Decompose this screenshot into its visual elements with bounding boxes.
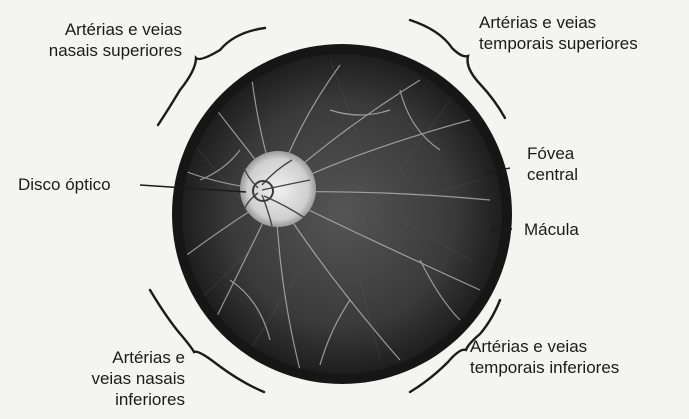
- label-temporal-inferior: Artérias e veias temporais inferiores: [470, 336, 619, 378]
- label-fovea-line1: Fóvea: [527, 143, 578, 164]
- label-nasal-inferior: Artérias e veias nasais inferiores: [40, 347, 185, 410]
- label-nasal-superior-line1: Artérias e veias: [22, 19, 182, 40]
- label-nasal-inferior-line3: inferiores: [40, 389, 185, 410]
- optic-disc: [240, 151, 316, 227]
- label-nasal-inferior-line1: Artérias e: [40, 347, 185, 368]
- label-temporal-inferior-line2: temporais inferiores: [470, 357, 619, 378]
- label-fovea-line2: central: [527, 164, 578, 185]
- label-nasal-superior-line2: nasais superiores: [22, 40, 182, 61]
- label-temporal-superior-line1: Artérias e veias: [479, 12, 638, 33]
- label-temporal-superior: Artérias e veias temporais superiores: [479, 12, 638, 54]
- label-nasal-inferior-line2: veias nasais: [40, 368, 185, 389]
- label-nasal-superior: Artérias e veias nasais superiores: [22, 19, 182, 61]
- retina-fundus: [182, 54, 502, 374]
- label-optic-disc: Disco óptico: [18, 174, 111, 195]
- label-temporal-inferior-line1: Artérias e veias: [470, 336, 619, 357]
- label-macula-text: Mácula: [524, 220, 579, 239]
- label-fovea: Fóvea central: [527, 143, 578, 185]
- label-temporal-superior-line2: temporais superiores: [479, 33, 638, 54]
- label-macula: Mácula: [524, 219, 579, 240]
- label-optic-disc-text: Disco óptico: [18, 175, 111, 194]
